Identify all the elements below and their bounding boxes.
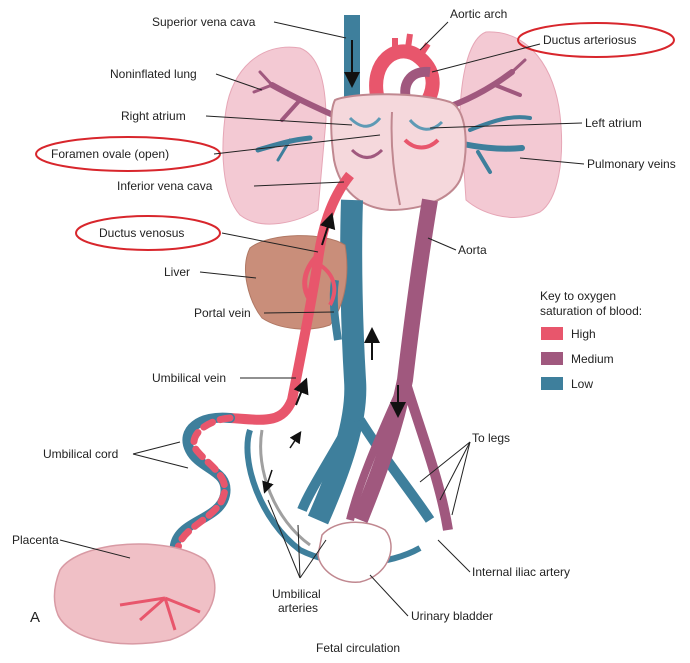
label-noninflated-lung: Noninflated lung [110,67,197,81]
label-left-atrium: Left atrium [585,116,642,130]
label-ductus-venosus: Ductus venosus [99,226,184,240]
label-liver: Liver [164,265,190,279]
label-urinary-bladder: Urinary bladder [411,609,493,623]
label-portal-vein: Portal vein [194,306,251,320]
urinary-bladder-shape [318,522,391,582]
legend-title-line2: saturation of blood: [540,304,642,318]
label-umbilical-arteries-line2: arteries [278,601,318,615]
placenta-shape [54,544,214,644]
label-foramen-ovale: Foramen ovale (open) [51,147,169,161]
legend-label-low: Low [571,377,593,391]
label-umbilical-vein: Umbilical vein [152,371,226,385]
legend-title-line1: Key to oxygen [540,289,616,303]
label-placenta: Placenta [12,533,59,547]
legend-label-high: High [571,327,596,341]
figure-caption: Fetal circulation [316,641,400,655]
label-aorta: Aorta [458,243,487,257]
label-inferior-vena-cava: Inferior vena cava [117,179,213,193]
legend-swatch-high [541,327,563,340]
label-pulmonary-veins: Pulmonary veins [587,157,676,171]
label-aortic-arch: Aortic arch [450,7,507,21]
label-umbilical-arteries-line1: Umbilical [272,587,321,601]
legend-swatch-medium [541,352,563,365]
label-right-atrium: Right atrium [121,109,186,123]
label-internal-iliac-artery: Internal iliac artery [472,565,570,579]
figure-letter: A [30,609,40,626]
label-umbilical-cord: Umbilical cord [43,447,118,461]
label-superior-vena-cava: Superior vena cava [152,15,256,29]
legend-label-medium: Medium [571,352,614,366]
legend-swatch-low [541,377,563,390]
label-ductus-arteriosus: Ductus arteriosus [543,33,636,47]
oxygen-legend: Key to oxygen saturation of blood: High … [540,289,642,391]
label-to-legs: To legs [472,431,510,445]
